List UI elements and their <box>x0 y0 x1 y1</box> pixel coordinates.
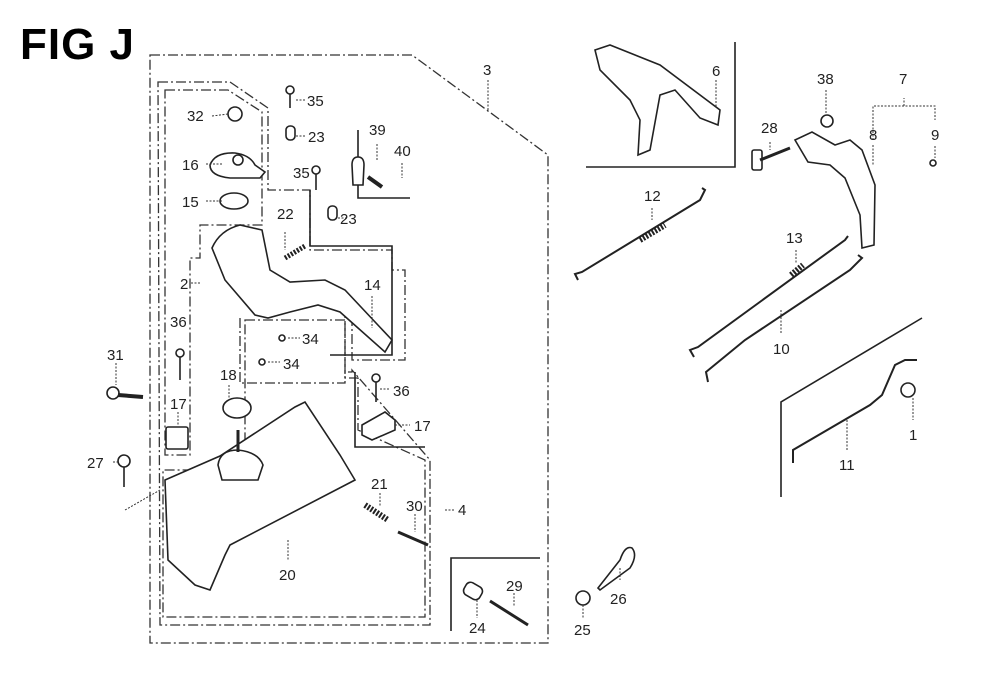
callout-7: 7 <box>899 71 907 88</box>
part-6-arm <box>594 44 721 157</box>
callout-8: 8 <box>869 127 877 144</box>
figure-title: FIG J <box>20 20 136 69</box>
callout-27: 27 <box>87 455 104 472</box>
part-28-bolt <box>751 146 791 171</box>
part-21-spring <box>363 502 390 523</box>
part-36-bolt-a <box>175 348 185 380</box>
part-30-bolt <box>397 530 429 547</box>
part-17-holder-a <box>165 426 189 450</box>
part-36-bolt-b <box>371 373 381 402</box>
callout-14: 14 <box>364 277 381 294</box>
callout-18: 18 <box>220 367 237 384</box>
part-26-grip <box>596 546 636 592</box>
part-31-bolt <box>106 386 144 400</box>
callout-16: 16 <box>182 157 199 174</box>
part-12-spring <box>573 187 707 281</box>
group-14-outline <box>239 318 346 384</box>
part-8-lever <box>793 131 876 250</box>
callout-34-b: 34 <box>283 356 300 373</box>
callout-22: 22 <box>277 206 294 223</box>
part-38-nut <box>820 114 834 128</box>
callout-12: 12 <box>644 188 661 205</box>
callout-13: 13 <box>786 230 803 247</box>
part-9-nut <box>929 159 937 167</box>
part-24-collar <box>462 581 484 601</box>
callout-31: 31 <box>107 347 124 364</box>
callout-17-a: 17 <box>170 396 187 413</box>
callout-36-a: 36 <box>170 314 187 331</box>
callout-26: 26 <box>610 591 627 608</box>
part-25-cap <box>575 590 591 606</box>
callout-35-b: 35 <box>293 165 310 182</box>
callout-1: 1 <box>909 427 917 444</box>
part-27-bolt <box>117 454 131 487</box>
callout-17-b: 17 <box>414 418 431 435</box>
group-39-box <box>357 130 410 199</box>
callout-2: 2 <box>180 276 188 293</box>
callout-4: 4 <box>458 502 466 519</box>
part-39-knob <box>351 156 365 186</box>
callout-29: 29 <box>506 578 523 595</box>
part-35-bolt-a <box>285 85 295 108</box>
part-40-screw <box>366 175 384 189</box>
group-17-box <box>354 372 425 448</box>
callout-23-a: 23 <box>308 129 325 146</box>
group-6-box <box>586 42 736 168</box>
callout-15: 15 <box>182 194 199 211</box>
part-18-washer <box>222 397 252 419</box>
part-13-spring-rod <box>688 235 849 358</box>
part-11-rod <box>792 359 917 463</box>
group-inner-outline <box>164 89 263 456</box>
callout-38: 38 <box>817 71 834 88</box>
callout-21: 21 <box>371 476 388 493</box>
part-20-mount <box>217 449 264 481</box>
part-17-holder-b <box>361 411 396 441</box>
callout-20: 20 <box>279 567 296 584</box>
callout-34-a: 34 <box>302 331 319 348</box>
callout-23-b: 23 <box>340 211 357 228</box>
group-2-outline <box>157 81 431 626</box>
callout-24: 24 <box>469 620 486 637</box>
part-29-bolt <box>489 599 529 627</box>
leader-lines <box>113 80 936 618</box>
callout-30: 30 <box>406 498 423 515</box>
callout-39: 39 <box>369 122 386 139</box>
part-23-joint-b <box>327 205 338 221</box>
part-34-clip-a <box>278 334 286 342</box>
group-14-box <box>309 190 393 356</box>
group-24-box <box>450 557 540 631</box>
callout-11: 11 <box>839 457 855 474</box>
callout-10: 10 <box>773 341 790 358</box>
part-32-nut <box>227 106 243 122</box>
callout-6: 6 <box>712 63 720 80</box>
part-15-washer <box>219 192 249 210</box>
callout-36-b: 36 <box>393 383 410 400</box>
callout-35-a: 35 <box>307 93 324 110</box>
callout-25: 25 <box>574 622 591 639</box>
part-22-spring <box>283 243 307 261</box>
part-10-rod <box>704 254 864 383</box>
part-20-base-plate <box>164 400 357 591</box>
part-16-nut <box>232 154 244 166</box>
part-35-bolt-b <box>311 165 321 190</box>
group-11-box <box>780 317 923 497</box>
callout-3: 3 <box>483 62 491 79</box>
callout-28: 28 <box>761 120 778 137</box>
part-1-clip <box>900 382 916 398</box>
callout-9: 9 <box>931 127 939 144</box>
part-14-lever <box>211 224 393 354</box>
part-23-joint-a <box>285 125 296 141</box>
callout-40: 40 <box>394 143 411 160</box>
part-34-clip-b <box>258 358 266 366</box>
group-3-outline <box>149 54 549 644</box>
callout-32: 32 <box>187 108 204 125</box>
